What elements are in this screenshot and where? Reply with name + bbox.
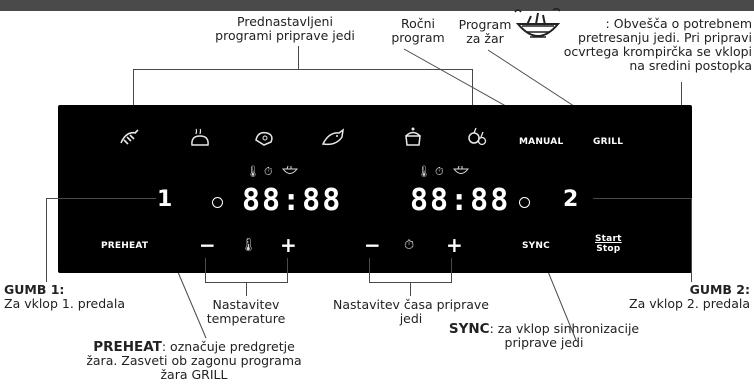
shake-icon <box>453 166 469 174</box>
sync-caption: SYNC: za vklop sinhronizacije priprave j… <box>424 322 664 350</box>
timer-icon: ⏱ <box>404 238 415 253</box>
presets-caption-line2: programi priprave jedi <box>215 28 355 43</box>
temp-bracket-right <box>287 258 288 282</box>
cake-icon[interactable] <box>398 126 428 151</box>
gumb1-caption: GUMB 1: Za vklop 1. predala <box>4 283 164 311</box>
timer-icon: ⏱ <box>264 165 273 178</box>
sync-caption-title: SYNC <box>448 321 490 337</box>
temp-caption: Nastavitev temperature <box>186 298 306 326</box>
shrimp-icon[interactable] <box>114 128 144 151</box>
temp-caption-line2: temperature <box>206 311 286 326</box>
time-caption-line2: jedi <box>399 311 423 326</box>
zone1-display: 88:88 <box>242 183 343 218</box>
shake-caption-line4: na sredini postopka <box>629 58 752 73</box>
manual-caption: Ročni program <box>385 17 451 45</box>
time-bracket-stem <box>410 282 411 296</box>
sync-caption-line1: : za vklop sinhronizacije <box>489 321 640 336</box>
thermometer-icon: 🌡 <box>240 238 257 253</box>
preheat-caption-line3: žara GRILL <box>160 367 228 382</box>
chicken-icon[interactable] <box>185 128 215 153</box>
zone1-indicator-dot <box>212 197 223 208</box>
gumb1-title: GUMB 1: <box>4 282 65 297</box>
preheat-caption: PREHEAT: označuje predgretje žara. Zasve… <box>60 340 328 382</box>
manual-button[interactable]: MANUAL <box>519 137 564 147</box>
gumb1-desc: Za vklop 1. predala <box>4 296 125 311</box>
time-minus-button[interactable]: − <box>364 233 381 257</box>
preheat-caption-line2: žara. Zasveti ob zagonu programa <box>86 353 302 368</box>
fish-icon[interactable] <box>318 128 348 151</box>
zone1-button[interactable]: 1 <box>157 187 173 212</box>
time-plus-button[interactable]: + <box>446 233 463 257</box>
zone2-button[interactable]: 2 <box>563 187 579 212</box>
preheat-caption-line1: : označuje predgretje <box>161 339 295 354</box>
preheat-button[interactable]: PREHEAT <box>101 241 149 251</box>
grill-caption: Program za žar <box>455 18 515 46</box>
presets-caption: Prednastavljeni programi priprave jedi <box>185 15 385 43</box>
thermometer-icon: 🌡 <box>417 165 431 178</box>
header-bar <box>0 0 754 11</box>
temp-caption-line1: Nastavitev <box>212 297 280 312</box>
control-panel <box>58 105 692 273</box>
sync-button[interactable]: SYNC <box>522 241 550 251</box>
shake-caption-line1: : Obvešča o potrebnem <box>605 16 752 31</box>
gumb2-title: GUMB 2: <box>689 282 750 297</box>
time-bracket-right <box>451 258 452 282</box>
manual-caption-line2: program <box>391 30 445 45</box>
time-caption-line1: Nastavitev časa priprave <box>333 297 489 312</box>
manual-caption-line1: Ročni <box>400 16 436 31</box>
temp-bracket-stem <box>246 282 247 296</box>
preheat-caption-title: PREHEAT <box>93 339 162 355</box>
start-label: Start <box>595 234 622 244</box>
sync-caption-line2: priprave jedi <box>504 335 584 350</box>
vegetables-icon[interactable] <box>462 126 492 151</box>
temp-bracket-left <box>205 258 206 282</box>
presets-caption-line1: Prednastavljeni <box>237 14 333 29</box>
grill-caption-line2: za žar <box>466 31 504 46</box>
shake-caption-line3: ocvrtega krompirčka se vklopi <box>563 44 752 59</box>
presets-bracket-bar <box>133 69 473 70</box>
timer-icon: ⏱ <box>435 165 444 178</box>
gumb1-line-v <box>46 198 47 282</box>
stop-label: Stop <box>596 244 621 254</box>
gumb2-desc: Za vklop 2. predala <box>629 296 750 311</box>
grill-button[interactable]: GRILL <box>593 137 624 147</box>
temp-minus-button[interactable]: − <box>199 233 216 257</box>
thermometer-icon: 🌡 <box>246 165 260 178</box>
shake-basket-icon <box>514 7 561 38</box>
grill-caption-line1: Program <box>458 17 512 32</box>
time-caption: Nastavitev časa priprave jedi <box>325 298 497 326</box>
time-bracket-left <box>369 258 370 282</box>
shake-caption-line2: pretresanju jedi. Pri pripravi <box>578 30 752 45</box>
zone2-indicator-dot <box>519 197 530 208</box>
shake-icon <box>282 166 298 174</box>
temp-plus-button[interactable]: + <box>280 233 297 257</box>
shake-caption: : Obvešča o potrebnem pretresanju jedi. … <box>548 17 752 73</box>
start-stop-button[interactable]: Start Stop <box>595 234 622 254</box>
presets-bracket-left <box>133 69 134 105</box>
gumb2-line-v <box>691 198 692 282</box>
gumb2-caption: GUMB 2: Za vklop 2. predala <box>590 283 750 311</box>
meat-icon[interactable] <box>250 128 280 151</box>
gumb2-line-h <box>593 198 692 199</box>
gumb1-line-h <box>46 198 156 199</box>
zone2-display: 88:88 <box>410 183 511 218</box>
presets-bracket-stem <box>298 46 299 69</box>
